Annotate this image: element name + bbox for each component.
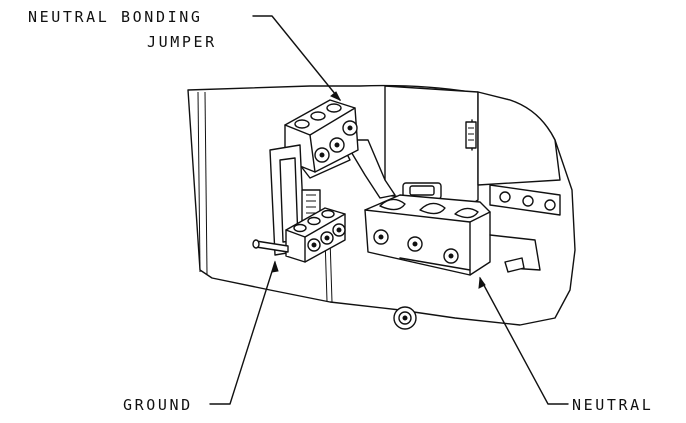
label-neutral-bonding-jumper-line2: JUMPER	[147, 33, 217, 51]
neutral-terminal-bar	[364, 194, 541, 276]
leader-neutral-bonding-jumper	[252, 15, 341, 101]
leader-ground	[209, 261, 276, 405]
leader-lines	[209, 15, 569, 405]
upper-terminal-bar	[284, 99, 359, 173]
leader-neutral	[479, 277, 569, 405]
panel-screw	[393, 306, 417, 330]
label-ground: GROUND	[123, 396, 193, 414]
label-neutral-bonding-jumper-line1: NEUTRAL BONDING	[28, 8, 202, 26]
breaker-housing	[384, 85, 561, 216]
arrow-neutral-bonding-jumper	[330, 91, 342, 102]
ground-terminal-bar	[252, 207, 346, 263]
arrow-ground	[271, 260, 279, 273]
label-neutral: NEUTRAL	[572, 396, 653, 414]
arrow-neutral	[478, 276, 486, 289]
